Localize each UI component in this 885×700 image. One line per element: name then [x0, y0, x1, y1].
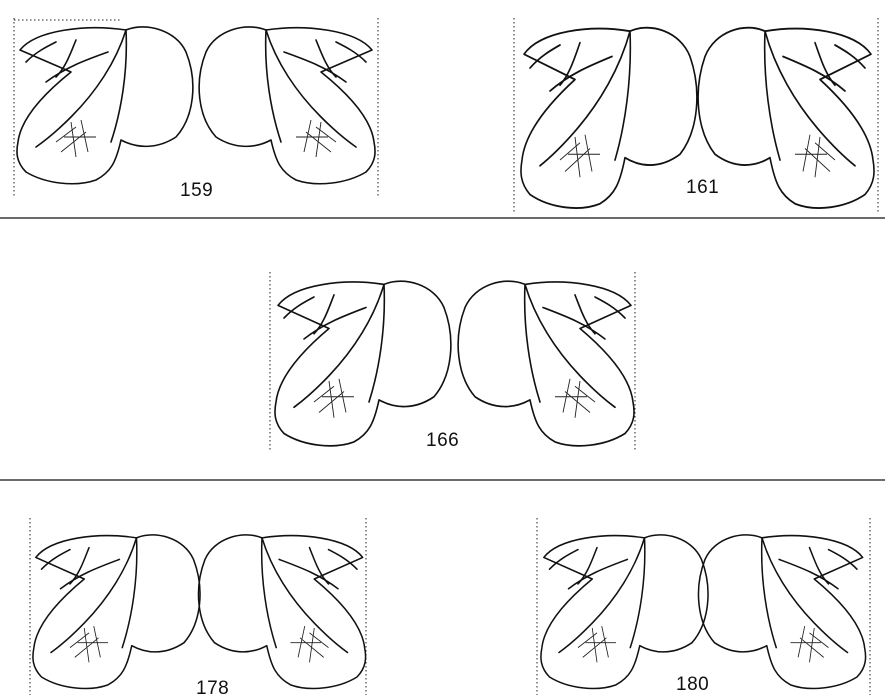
left-hemisphere — [275, 281, 451, 446]
left-hemisphere — [33, 535, 200, 689]
figure-label-161: 161 — [686, 177, 719, 199]
right-hemisphere — [199, 27, 375, 184]
right-hemisphere — [698, 28, 874, 208]
figure-label-166: 166 — [426, 430, 459, 452]
figure-label-180: 180 — [676, 674, 709, 696]
left-hemisphere — [541, 535, 708, 689]
figure-label-159: 159 — [180, 180, 213, 202]
right-hemisphere — [198, 535, 365, 689]
figure-180 — [537, 518, 870, 695]
left-hemisphere — [521, 28, 697, 208]
right-hemisphere — [458, 281, 634, 446]
figure-label-178: 178 — [196, 678, 229, 700]
figure-178 — [30, 518, 366, 695]
figure-166 — [270, 272, 635, 452]
left-hemisphere — [17, 27, 193, 184]
right-hemisphere — [698, 535, 865, 689]
figure-159 — [14, 18, 378, 196]
